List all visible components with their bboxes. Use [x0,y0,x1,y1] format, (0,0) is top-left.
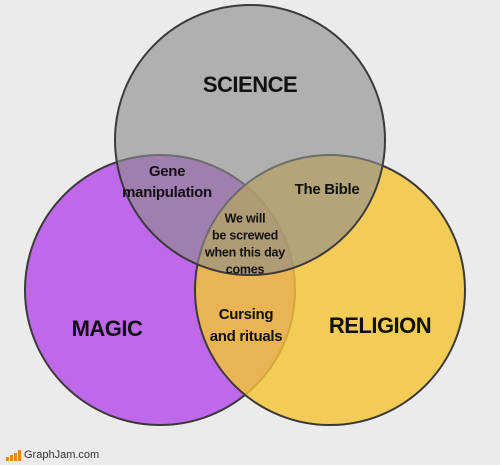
label-cursing-rituals-line2: and rituals [210,328,283,345]
circle-science [114,4,386,276]
label-the-bible: The Bible [295,181,360,198]
label-gene-manipulation-line2: manipulation [122,184,212,201]
credit-text: GraphJam.com [24,449,100,461]
label-all-three-line4: comes [226,262,265,276]
label-science: SCIENCE [203,72,297,97]
label-gene-manipulation-line1: Gene [149,163,185,180]
label-all-three-line1: We will [225,211,266,225]
graphjam-logo-icon [6,450,21,461]
label-magic: MAGIC [72,316,143,341]
label-all-three-line3: when this day [204,245,285,259]
source-credit: GraphJam.com [6,449,99,461]
label-religion: RELIGION [329,313,431,338]
label-cursing-rituals-line1: Cursing [219,306,274,323]
venn-circles [24,4,466,426]
label-all-three-line2: be screwed [212,228,278,242]
